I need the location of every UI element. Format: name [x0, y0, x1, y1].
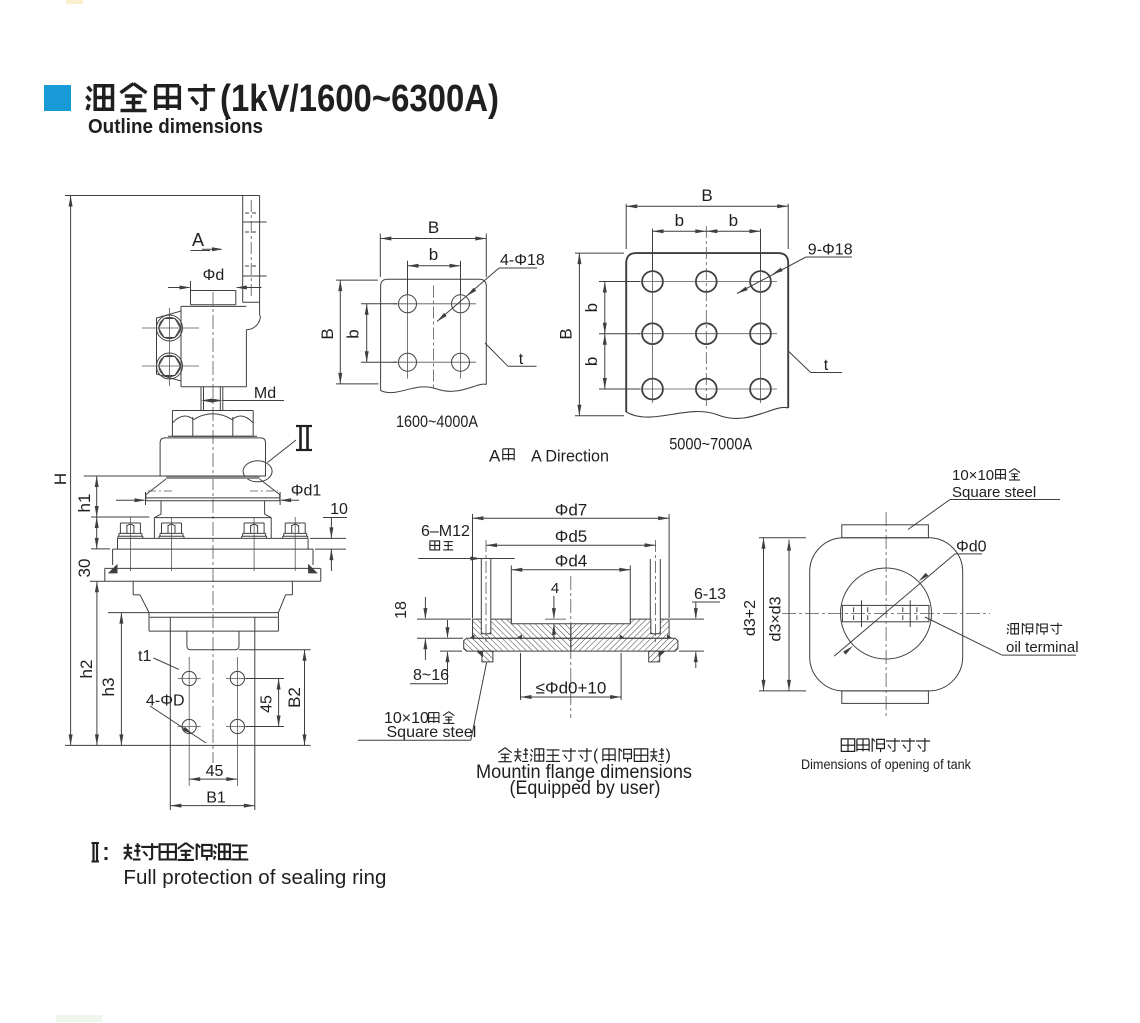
svg-text:4-Φ18: 4-Φ18 [500, 252, 545, 269]
svg-text:oil terminal: oil terminal [1006, 639, 1079, 656]
svg-text:B: B [428, 218, 439, 237]
svg-text:b: b [582, 357, 601, 366]
svg-text:45: 45 [206, 763, 224, 780]
svg-text:10×10: 10×10 [952, 467, 994, 484]
svg-text:d3+2: d3+2 [742, 600, 759, 636]
svg-text:b: b [675, 211, 684, 230]
svg-text:B2: B2 [285, 687, 304, 708]
svg-text:10: 10 [330, 501, 348, 518]
svg-text:B: B [701, 186, 712, 205]
svg-text:h2: h2 [77, 660, 96, 679]
svg-text:h1: h1 [75, 494, 94, 513]
svg-text:30: 30 [75, 559, 94, 578]
svg-text:Φd7: Φd7 [555, 501, 587, 520]
svg-text:t: t [824, 357, 829, 374]
svg-text:8~16: 8~16 [413, 667, 449, 684]
svg-text:≤Φd0+10: ≤Φd0+10 [536, 679, 607, 698]
svg-text:H: H [51, 473, 70, 485]
svg-text:b: b [582, 303, 601, 312]
svg-text:b: b [344, 329, 363, 338]
svg-text:A: A [192, 230, 204, 250]
svg-text:B1: B1 [206, 790, 226, 807]
svg-text:5000~7000A: 5000~7000A [669, 435, 753, 454]
svg-text:1600~4000A: 1600~4000A [396, 412, 479, 431]
svg-text:Φd: Φd [203, 267, 225, 284]
svg-text:A Direction: A Direction [531, 447, 609, 466]
svg-text:45: 45 [259, 695, 276, 713]
svg-text:Φd0: Φd0 [956, 539, 987, 556]
svg-text:Φd5: Φd5 [555, 527, 587, 546]
svg-text:t1: t1 [138, 648, 151, 665]
svg-text:B: B [557, 328, 576, 339]
svg-text:Md: Md [254, 385, 276, 402]
svg-text:4-ΦD: 4-ΦD [146, 693, 185, 710]
svg-text:Φd1: Φd1 [291, 483, 322, 500]
svg-text:18: 18 [393, 601, 410, 619]
svg-text:(Equipped by user): (Equipped by user) [510, 778, 661, 799]
svg-text:6–M12: 6–M12 [421, 523, 470, 540]
svg-text:h3: h3 [99, 678, 118, 697]
svg-text:Full protection of sealing rin: Full protection of sealing ring [123, 867, 386, 889]
svg-text:9-Φ18: 9-Φ18 [808, 242, 853, 259]
svg-text:Square steel: Square steel [952, 484, 1036, 501]
svg-text:Outline dimensions: Outline dimensions [88, 116, 263, 138]
svg-text:t: t [519, 351, 524, 368]
svg-text:(1kV/1600~6300A): (1kV/1600~6300A) [220, 78, 499, 120]
svg-text:d3×d3: d3×d3 [768, 596, 785, 641]
svg-text:Φd4: Φd4 [555, 552, 587, 571]
svg-text:(: ( [593, 747, 599, 764]
svg-text:): ) [666, 747, 671, 764]
svg-text:4: 4 [551, 580, 559, 597]
svg-text:Mountin flange dimensions: Mountin flange dimensions [476, 762, 692, 783]
svg-text:b: b [429, 245, 438, 264]
svg-text:10×10: 10×10 [384, 710, 429, 727]
svg-text:Dimensions of opening of tank: Dimensions of opening of tank [801, 757, 971, 772]
svg-text:6-13: 6-13 [694, 586, 726, 603]
svg-text:A: A [489, 447, 501, 466]
svg-text:B: B [318, 328, 337, 339]
svg-text:Square steel: Square steel [387, 724, 477, 741]
svg-text:b: b [729, 211, 738, 230]
